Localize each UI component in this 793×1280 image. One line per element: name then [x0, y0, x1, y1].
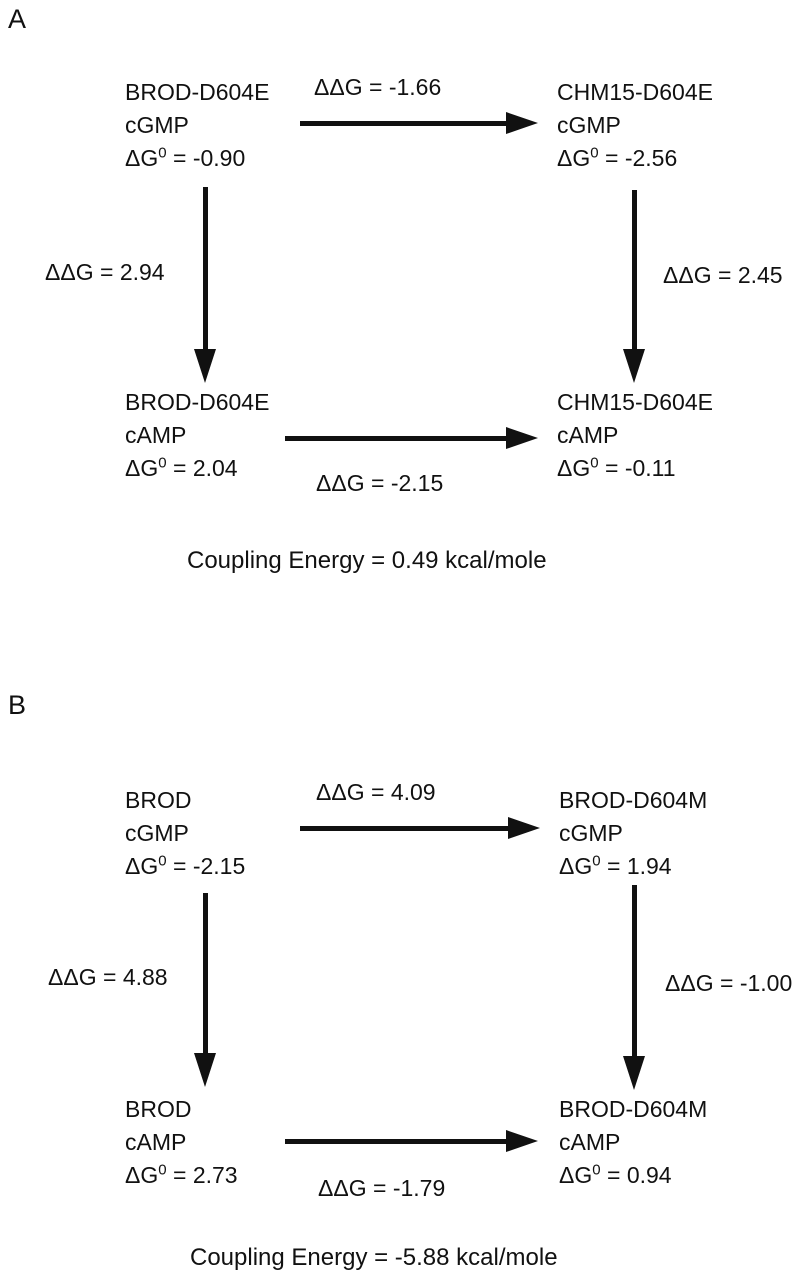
delta-g-value: = 2.73	[166, 1162, 238, 1188]
delta-g-line: ΔG0 = 1.94	[559, 850, 707, 883]
node-a-top-left: BROD-D604E cGMP ΔG0 = -0.90	[125, 76, 269, 175]
arrow-b-bottom-right-icon	[285, 1129, 538, 1153]
arrow-shaft	[300, 120, 506, 126]
delta-g-superscript: 0	[158, 454, 167, 472]
node-a-top-right: CHM15-D604E cGMP ΔG0 = -2.56	[557, 76, 713, 175]
construct-name: BROD-D604M	[559, 787, 708, 813]
panel-b-label: B	[8, 690, 27, 720]
arrow-shaft	[300, 825, 508, 831]
arrow-head	[194, 349, 216, 383]
arrow-label-b-bottom: ΔΔG = -1.79	[318, 1175, 446, 1201]
arrow-label-a-right: ΔΔG = 2.45	[663, 262, 783, 288]
delta-g-line: ΔG0 = 0.94	[559, 1159, 707, 1192]
arrow-a-left-down-icon	[193, 187, 217, 383]
delta-g-superscript: 0	[590, 144, 599, 162]
delta-g-symbol: ΔG	[559, 1162, 593, 1188]
coupling-energy-a: Coupling Energy = 0.49 kcal/mole	[187, 547, 547, 574]
arrow-shaft	[202, 187, 208, 349]
node-a-bottom-right: CHM15-D604E cAMP ΔG0 = -0.11	[557, 386, 713, 485]
delta-g-line: ΔG0 = -0.90	[125, 142, 269, 175]
ligand-name: cAMP	[557, 422, 619, 448]
delta-g-value: = 1.94	[600, 853, 672, 879]
construct-name: BROD-D604E	[125, 389, 270, 415]
arrow-label-b-right: ΔΔG = -1.00	[665, 970, 793, 996]
delta-g-superscript: 0	[158, 1161, 167, 1179]
ligand-name: cGMP	[559, 820, 623, 846]
arrow-shaft	[202, 893, 208, 1053]
ligand-name: cGMP	[125, 112, 189, 138]
ligand-name: cGMP	[557, 112, 621, 138]
node-b-bottom-right: BROD-D604M cAMP ΔG0 = 0.94	[559, 1093, 707, 1192]
delta-g-superscript: 0	[592, 852, 601, 870]
arrow-shaft	[285, 1138, 506, 1144]
arrow-a-bottom-right-icon	[285, 426, 538, 450]
delta-g-line: ΔG0 = -0.11	[557, 452, 713, 485]
delta-g-superscript: 0	[158, 852, 167, 870]
delta-g-symbol: ΔG	[125, 455, 159, 481]
delta-g-symbol: ΔG	[125, 853, 159, 879]
arrow-head	[623, 349, 645, 383]
delta-g-symbol: ΔG	[125, 145, 159, 171]
arrow-label-a-bottom: ΔΔG = -2.15	[316, 470, 444, 496]
delta-g-value: = -0.90	[166, 145, 246, 171]
delta-g-superscript: 0	[158, 144, 167, 162]
ligand-name: cAMP	[125, 1129, 187, 1155]
arrow-label-a-left: ΔΔG = 2.94	[45, 259, 165, 285]
construct-name: BROD-D604E	[125, 79, 270, 105]
coupling-energy-b: Coupling Energy = -5.88 kcal/mole	[190, 1244, 558, 1271]
construct-name: BROD	[125, 787, 192, 813]
arrow-head	[623, 1056, 645, 1090]
delta-g-line: ΔG0 = -2.56	[557, 142, 713, 175]
arrow-a-top-right-icon	[300, 111, 538, 135]
arrow-head	[194, 1053, 216, 1087]
construct-name: BROD-D604M	[559, 1096, 708, 1122]
delta-g-symbol: ΔG	[557, 145, 591, 171]
ligand-name: cGMP	[125, 820, 189, 846]
delta-g-superscript: 0	[590, 454, 599, 472]
construct-name: BROD	[125, 1096, 192, 1122]
arrow-head	[506, 1130, 538, 1152]
ligand-name: cAMP	[559, 1129, 621, 1155]
node-b-top-left: BROD cGMP ΔG0 = -2.15	[125, 784, 245, 883]
delta-g-value: = 2.04	[166, 455, 238, 481]
delta-g-symbol: ΔG	[557, 455, 591, 481]
delta-g-superscript: 0	[592, 1161, 601, 1179]
arrow-shaft	[631, 190, 637, 349]
arrow-a-right-down-icon	[622, 190, 646, 383]
delta-g-symbol: ΔG	[125, 1162, 159, 1188]
arrow-label-b-top: ΔΔG = 4.09	[316, 779, 436, 805]
node-b-top-right: BROD-D604M cGMP ΔG0 = 1.94	[559, 784, 707, 883]
ligand-name: cAMP	[125, 422, 187, 448]
delta-g-line: ΔG0 = 2.04	[125, 452, 269, 485]
arrow-b-left-down-icon	[193, 893, 217, 1087]
construct-name: CHM15-D604E	[557, 79, 713, 105]
node-b-bottom-left: BROD cAMP ΔG0 = 2.73	[125, 1093, 238, 1192]
delta-g-line: ΔG0 = 2.73	[125, 1159, 238, 1192]
delta-g-value: = 0.94	[600, 1162, 672, 1188]
construct-name: CHM15-D604E	[557, 389, 713, 415]
arrow-shaft	[631, 885, 637, 1056]
arrow-head	[506, 112, 538, 134]
arrow-head	[506, 427, 538, 449]
arrow-label-a-top: ΔΔG = -1.66	[314, 74, 442, 100]
node-a-bottom-left: BROD-D604E cAMP ΔG0 = 2.04	[125, 386, 269, 485]
delta-g-value: = -2.15	[166, 853, 246, 879]
arrow-label-b-left: ΔΔG = 4.88	[48, 964, 168, 990]
arrow-head	[508, 817, 540, 839]
delta-g-value: = -2.56	[598, 145, 678, 171]
panel-a-label: A	[8, 4, 27, 34]
arrow-b-top-right-icon	[300, 816, 540, 840]
arrow-b-right-down-icon	[622, 885, 646, 1090]
delta-g-symbol: ΔG	[559, 853, 593, 879]
delta-g-line: ΔG0 = -2.15	[125, 850, 245, 883]
arrow-shaft	[285, 435, 506, 441]
delta-g-value: = -0.11	[598, 455, 676, 481]
